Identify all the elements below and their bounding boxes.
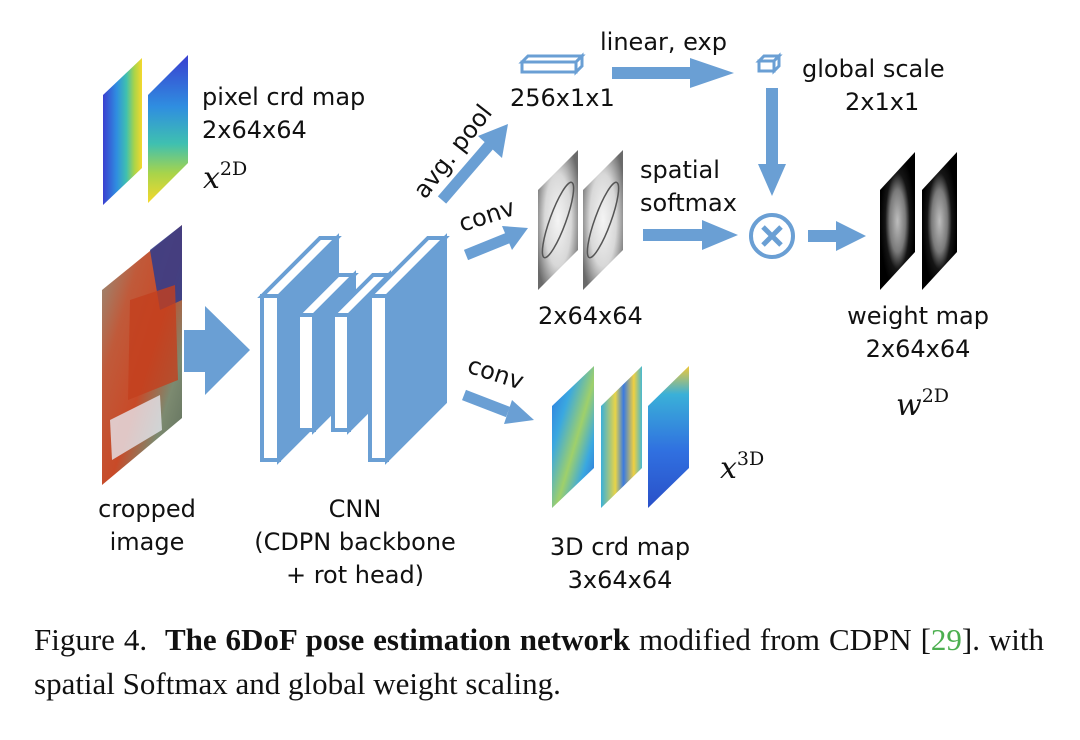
conv-bottom-arrow (462, 389, 534, 424)
avg-pool-dims: 256x1x1 (510, 84, 615, 112)
multiply-circle-icon (749, 213, 795, 259)
caption-text-2: ]. with spatial Softmax and global weigh… (34, 622, 1044, 701)
weight-map-dims: 2x64x64 (866, 335, 971, 363)
softmax-maps-dims: 2x64x64 (538, 302, 643, 330)
weight-map-title: weight map (847, 302, 989, 330)
citation-link[interactable]: 29 (930, 622, 962, 657)
conv-bottom-label: conv (464, 351, 527, 395)
feature-vector-box (518, 52, 586, 76)
cropped-image (102, 225, 182, 485)
pixel-map-dims: 2x64x64 (202, 116, 307, 144)
scale-down-arrow (758, 88, 786, 196)
spatial-softmax-line2: softmax (640, 189, 737, 217)
linear-exp-arrow (612, 58, 734, 88)
weight-output-arrow (808, 221, 866, 251)
pixel-map-symbol: x2D (203, 158, 247, 196)
cnn-label-line3: + rot head) (286, 561, 424, 589)
cnn-label-line2: (CDPN backbone (254, 528, 456, 556)
linear-exp-label: linear, exp (600, 28, 727, 56)
spatial-softmax-arrow (643, 220, 738, 250)
figure-label: Figure 4. (34, 622, 148, 657)
global-scale-dims: 2x1x1 (845, 88, 919, 116)
caption-title: The 6DoF pose estimation network (164, 622, 631, 657)
input-label-line1: cropped (98, 495, 196, 523)
crd3d-map-dims: 3x64x64 (568, 566, 673, 594)
pixel-map-title: pixel crd map (202, 83, 365, 111)
weight-map-planes (880, 152, 957, 290)
cnn-block (257, 233, 450, 465)
pixel-map-plane-x (103, 58, 142, 205)
global-scale-box (755, 52, 783, 75)
caption-text-1: modified from CDPN [ (638, 622, 931, 657)
crd3d-map-title: 3D crd map (550, 533, 690, 561)
pixel-map-plane-y (148, 55, 188, 203)
pixel-crd-map-planes (103, 55, 188, 205)
crd3d-map-symbol: x3D (720, 448, 764, 486)
input-arrow (184, 306, 250, 395)
weight-map-symbol: w2D (896, 385, 949, 423)
avg-pool-arrow (437, 124, 508, 204)
conv-top-arrow (463, 226, 528, 261)
global-scale-title: global scale (802, 55, 945, 83)
cnn-label-line1: CNN (329, 495, 382, 523)
spatial-softmax-line1: spatial (640, 156, 720, 184)
crd3d-map-planes (552, 366, 689, 508)
input-label-line2: image (110, 528, 185, 556)
figure-caption: Figure 4. The 6DoF pose estimation netwo… (34, 618, 1044, 706)
softmax-input-maps (538, 150, 623, 290)
network-diagram: pixel crd map 2x64x64 x2D cropped image … (98, 28, 989, 594)
